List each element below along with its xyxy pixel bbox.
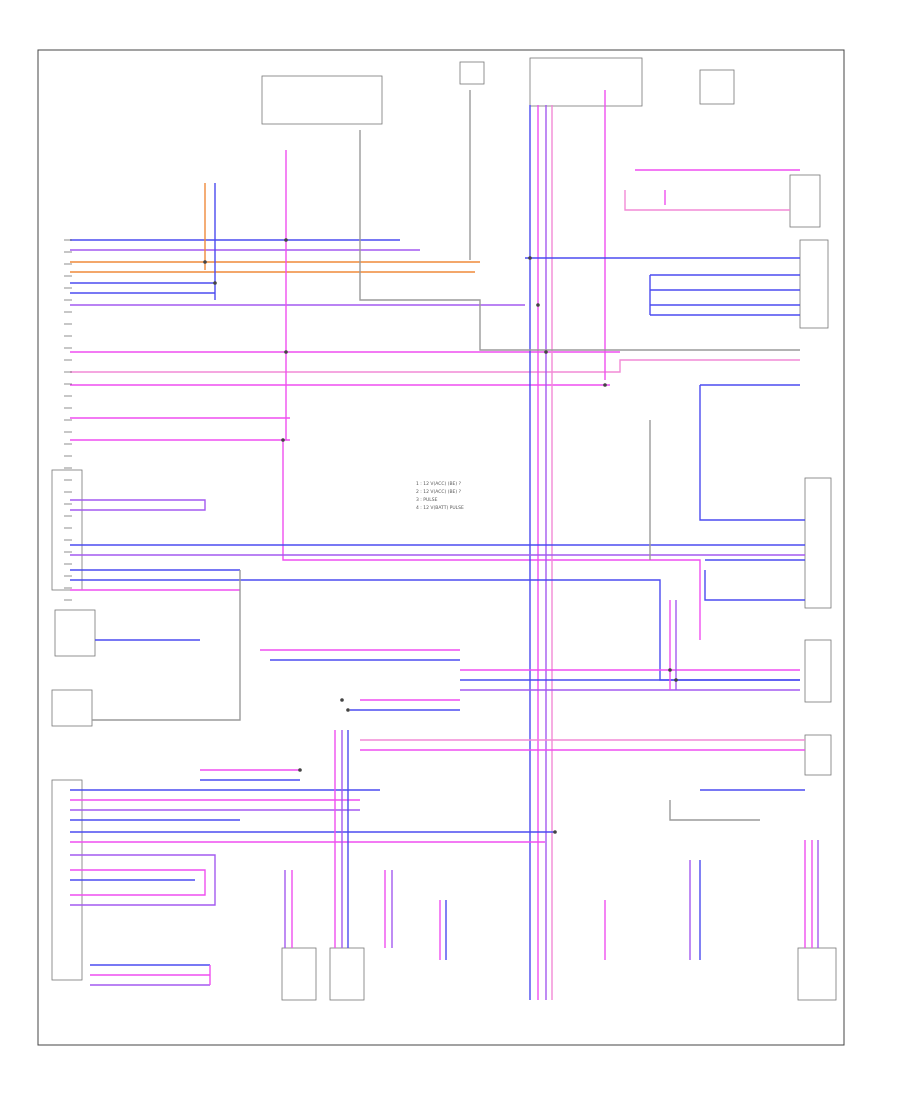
wire-blue-33	[704, 570, 805, 601]
right-connector-5	[804, 734, 832, 776]
wire-gray-86	[92, 570, 241, 721]
signal-legend: 1 : 12 V(ACC) (BE) ? 2 : 12 V(ACC) (BE) …	[416, 481, 464, 511]
splice-dot-14	[203, 260, 207, 264]
left-connector-1	[54, 609, 96, 657]
splice-dot-4	[536, 303, 540, 307]
splice-dot-12	[553, 830, 557, 834]
diagram-frame	[37, 49, 845, 1046]
wire-violet-59	[70, 854, 216, 906]
splice-dot-2	[281, 438, 285, 442]
bottom-module-1	[281, 947, 317, 1001]
wire-pink-8	[70, 359, 800, 373]
splice-dot-3	[528, 256, 532, 260]
splice-group	[203, 238, 678, 834]
splice-dot-6	[603, 383, 607, 387]
right-connector-2	[799, 239, 829, 329]
top-right-connector	[699, 69, 735, 105]
splice-dot-1	[284, 350, 288, 354]
wire-blue-31	[699, 385, 805, 521]
wire-blue-38	[70, 579, 800, 681]
top-small-connector	[459, 61, 485, 85]
wire-gray-83	[359, 130, 800, 351]
wire-group	[64, 90, 819, 1000]
bottom-module-right	[797, 947, 837, 1001]
bottom-module-2	[329, 947, 365, 1001]
right-connector-3	[804, 477, 832, 609]
right-connector-4	[804, 639, 832, 703]
legend-item-2: 2 : 12 V(ACC) (BE) ?	[416, 489, 462, 495]
right-connector-1	[789, 174, 821, 228]
wire-violet-34	[70, 499, 206, 511]
wire-pink-27	[624, 190, 790, 211]
splice-dot-9	[340, 698, 344, 702]
left-connector-4	[51, 469, 83, 591]
wire-gray-87	[669, 800, 760, 821]
splice-dot-10	[346, 708, 350, 712]
splice-dot-0	[284, 238, 288, 242]
left-connector-2	[51, 689, 93, 727]
top-center-connector	[529, 57, 643, 107]
wire-magenta-13	[282, 440, 701, 640]
splice-dot-13	[213, 281, 217, 285]
legend-item-3: 3 : PULSE	[416, 497, 438, 503]
legend-item-4: 4 : 12 V(BATT) PULSE	[416, 505, 464, 511]
top-fuse-box-connector	[261, 75, 383, 125]
legend-item-1: 1 : 12 V(ACC) (BE) ?	[416, 481, 462, 487]
splice-dot-7	[668, 668, 672, 672]
wire-magenta-60	[70, 869, 206, 896]
splice-dot-8	[674, 678, 678, 682]
splice-dot-5	[544, 350, 548, 354]
splice-dot-11	[298, 768, 302, 772]
